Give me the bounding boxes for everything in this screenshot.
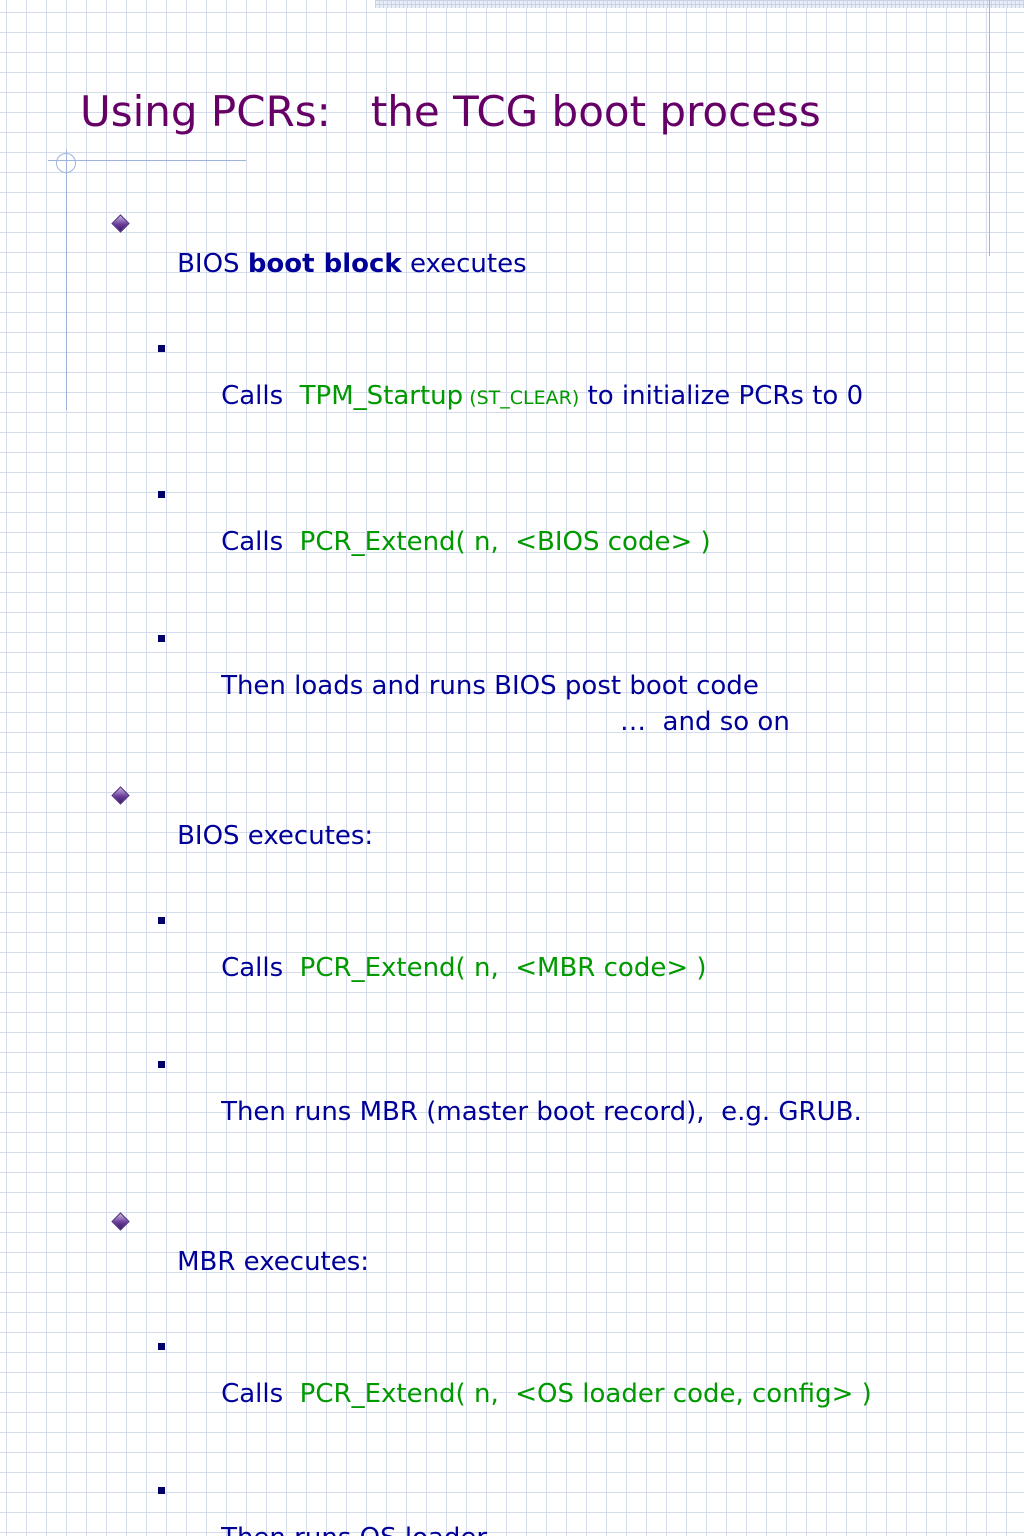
bullet-mbr-executes: MBR executes:: [108, 1202, 988, 1322]
bullet-bold-text: boot block: [247, 249, 402, 279]
square-bullet-icon: [158, 1061, 165, 1068]
top-decorative-band: [375, 0, 1024, 8]
diamond-bullet-icon: [111, 786, 130, 805]
square-bullet-icon: [158, 345, 165, 352]
bullet-text: BIOS executes:: [177, 821, 374, 851]
sub-bullet-bios-post: Then loads and runs BIOS post boot code: [108, 614, 988, 758]
bullet-bios-executes: BIOS executes:: [108, 776, 988, 896]
sub-bullet-extend-os-loader: Calls PCR_Extend( n, <OS loader code, co…: [108, 1322, 988, 1466]
bullet-text: MBR executes:: [177, 1247, 370, 1277]
diamond-bullet-icon: [111, 1212, 130, 1231]
sub-bullet-text: Then loads and runs BIOS post boot code: [221, 671, 759, 701]
code-argument-text: (ST_CLEAR): [463, 387, 580, 409]
sub-bullet-text: Calls: [221, 953, 300, 983]
sub-bullet-text: Then runs MBR (master boot record), e.g.…: [221, 1097, 862, 1127]
square-bullet-icon: [158, 635, 165, 642]
square-bullet-icon: [158, 1487, 165, 1494]
decorative-vertical-rule-left: [66, 150, 67, 410]
decorative-horizontal-rule: [48, 160, 246, 161]
decorative-vertical-rule-right: [989, 0, 990, 256]
ellipsis-text: …: [620, 707, 646, 737]
code-text: PCR_Extend( n, <OS loader code, config> …: [299, 1379, 872, 1409]
diamond-bullet-icon: [111, 214, 130, 233]
and-so-on-note: … and so on: [620, 702, 790, 742]
bullet-text: BIOS: [177, 249, 248, 279]
code-text: PCR_Extend( n, <BIOS code> ): [299, 527, 711, 557]
square-bullet-icon: [158, 1343, 165, 1350]
sub-bullet-text: Calls: [221, 1379, 300, 1409]
code-text: TPM_Startup: [299, 381, 464, 411]
slide-title: Using PCRs: the TCG boot process: [80, 87, 821, 136]
sub-bullet-text: Calls: [221, 527, 300, 557]
decorative-circle: [56, 153, 76, 173]
sub-bullet-text: Calls: [221, 381, 300, 411]
sub-bullet-extend-mbr: Calls PCR_Extend( n, <MBR code> ): [108, 896, 988, 1040]
sub-bullet-runs-os-loader: Then runs OS loader: [108, 1466, 988, 1536]
square-bullet-icon: [158, 917, 165, 924]
sub-bullet-text: to initialize PCRs to 0: [579, 381, 864, 411]
sub-bullet-runs-mbr: Then runs MBR (master boot record), e.g.…: [108, 1040, 988, 1184]
sub-bullet-tpm-startup: Calls TPM_Startup (ST_CLEAR) to initiali…: [108, 324, 988, 470]
sub-bullet-text: Then runs OS loader: [221, 1523, 487, 1536]
sub-bullet-extend-bios: Calls PCR_Extend( n, <BIOS code> ): [108, 470, 988, 614]
code-text: PCR_Extend( n, <MBR code> ): [299, 953, 707, 983]
bullet-text: executes: [401, 249, 527, 279]
bullet-bios-boot-block: BIOS boot block executes: [108, 204, 988, 324]
slide-body: BIOS boot block executes Calls TPM_Start…: [108, 204, 988, 1536]
and-so-on-text: and so on: [646, 707, 790, 737]
square-bullet-icon: [158, 491, 165, 498]
